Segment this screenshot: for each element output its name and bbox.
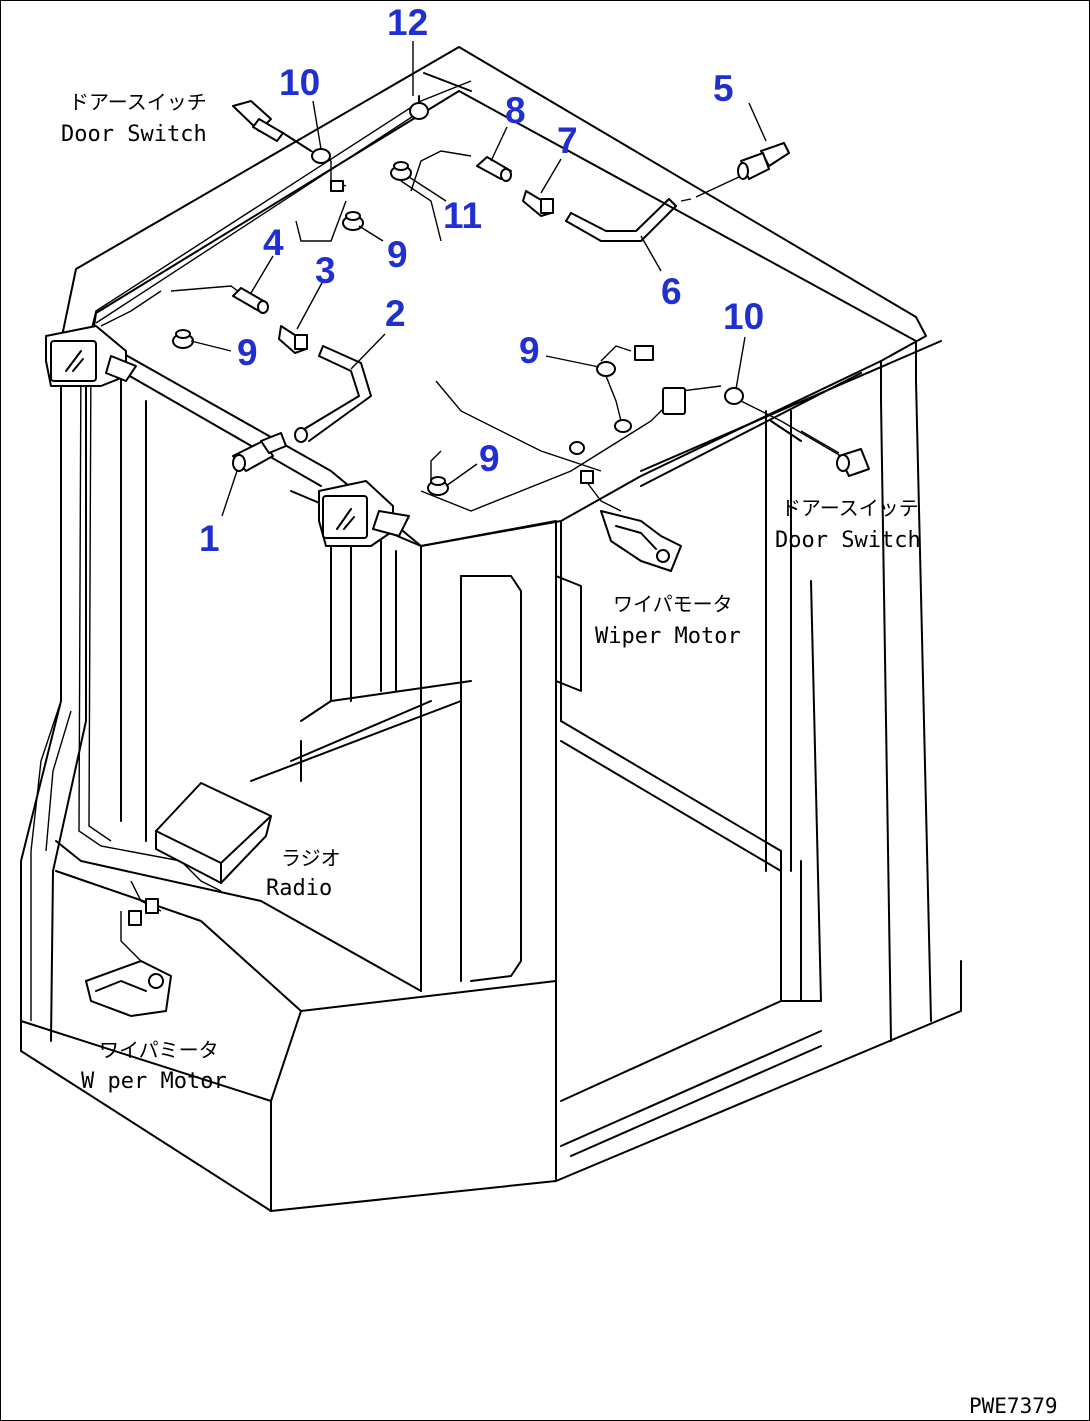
part-1-sensor	[232, 432, 287, 472]
callout-9-upper: 9	[387, 234, 408, 275]
wiper-motor-front-part	[600, 510, 682, 572]
door-switch-left-part	[232, 100, 312, 152]
wiper-motor-front-en: Wiper Motor	[595, 624, 741, 649]
door-switch-right-jp: ドアースイッテ	[781, 496, 919, 520]
component-labels: ドアースイッチ Door Switch ドアースイッテ Door Switch …	[61, 90, 921, 1094]
callout-10-right: 10	[723, 296, 764, 337]
part-callouts: 12 10 8 7 5 11 9 4 3 2 6 9 9 10 9 1	[199, 2, 764, 559]
door-switch-left-jp: ドアースイッチ	[69, 90, 207, 114]
clip-9-right	[569, 345, 654, 484]
components	[45, 95, 870, 1017]
door-switch-right-en: Door Switch	[775, 528, 921, 553]
callout-7: 7	[557, 120, 578, 161]
door-switch-left-en: Door Switch	[61, 122, 207, 147]
cab-outline	[20, 46, 962, 1212]
callout-9-center: 9	[479, 438, 500, 479]
grommet-9-left	[172, 329, 194, 349]
part-7-connector	[522, 190, 554, 217]
part-4-tube	[232, 287, 269, 314]
wiper-motor-rear-en: W per Motor	[81, 1069, 227, 1094]
grommet-9-center	[427, 476, 449, 496]
clip-10-upper	[311, 148, 344, 192]
clip-12	[409, 95, 429, 120]
part-8-tube	[476, 156, 512, 182]
callout-9-right: 9	[519, 330, 540, 371]
callout-9-left: 9	[237, 332, 258, 373]
callout-12: 12	[387, 2, 428, 43]
leader-lines	[190, 41, 767, 517]
callout-3: 3	[315, 250, 336, 291]
grommet-9-upper	[342, 211, 364, 231]
callout-11: 11	[443, 195, 482, 236]
clip-10-right	[662, 387, 744, 415]
grommet-11	[390, 161, 412, 181]
part-6-hose	[565, 175, 742, 242]
wiper-motor-rear-part	[85, 898, 172, 1017]
wiper-motor-front-jp: ワイパモータ	[613, 592, 733, 616]
work-lamp-left	[45, 325, 137, 387]
callout-10-upper: 10	[279, 62, 320, 103]
drawing-code: PWE7379	[969, 1394, 1058, 1418]
radio-part	[155, 782, 272, 884]
door-switch-right-part	[800, 430, 870, 477]
callout-5: 5	[713, 68, 734, 109]
part-2-hose	[294, 345, 372, 443]
radio-jp: ラジオ	[281, 846, 341, 870]
callout-4: 4	[263, 222, 284, 263]
part-3-connector	[278, 325, 308, 354]
callout-6: 6	[661, 271, 682, 312]
callout-1: 1	[199, 518, 220, 559]
radio-en: Radio	[266, 876, 332, 901]
work-lamp-center	[318, 480, 410, 547]
callout-8: 8	[505, 90, 526, 131]
part-5-switch	[737, 142, 790, 180]
wiper-motor-rear-jp: ワイパミータ	[99, 1038, 219, 1062]
callout-2: 2	[385, 293, 406, 334]
wiring-harness	[30, 80, 842, 1021]
